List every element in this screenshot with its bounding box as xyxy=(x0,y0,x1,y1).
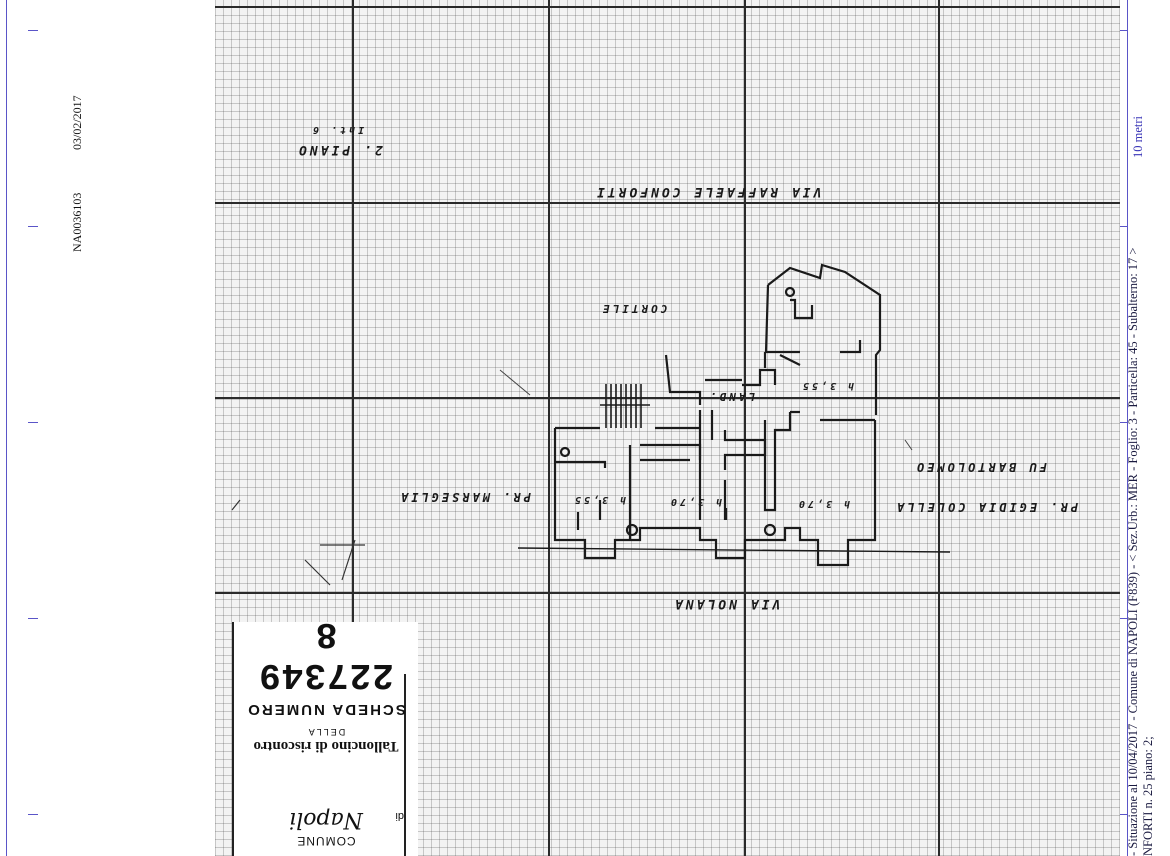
ticket-title-row: SCHEDA NUMERO 227349 8 xyxy=(240,613,412,718)
address-line: NFORTI n. 25 piano: 2; xyxy=(1141,736,1155,856)
ticket-title: SCHEDA NUMERO xyxy=(246,701,406,718)
situation-line: - Situazione al 10/04/2017 - Comune di N… xyxy=(1126,247,1140,856)
grid-major-line xyxy=(215,592,1120,594)
grid-major-line xyxy=(352,0,354,856)
courtyard-label: CORTILE xyxy=(600,302,668,315)
right-tick xyxy=(1120,30,1128,31)
neighbor-left-label: PR. MARSEGLIA xyxy=(398,490,531,504)
street-label-top: VIA RAFFAELE CONFORTI xyxy=(594,184,822,199)
ticket-subtitle-row: Talloncino di riscontro DELLA xyxy=(240,727,412,758)
floor-label: 2. PIANO xyxy=(296,142,383,157)
grid-major-line xyxy=(548,0,550,856)
ticket-della: DELLA xyxy=(306,727,346,737)
ticket-signature: Napoli xyxy=(289,807,363,832)
room-height-label: h 3,70 xyxy=(668,496,723,507)
former-owner-label: FU BARTOLOMEO xyxy=(914,460,1047,474)
right-tick xyxy=(1120,226,1128,227)
ticket-rule xyxy=(404,674,406,856)
landing-label: LAND. xyxy=(707,390,756,403)
scale-label: 10 metri xyxy=(1131,115,1145,158)
ticket-subtitle: Talloncino di riscontro xyxy=(253,738,399,754)
ticket-comune-label: COMUNE xyxy=(296,834,356,848)
right-tick xyxy=(1120,618,1128,619)
right-margin-rule xyxy=(1127,0,1128,856)
floor-label-sub: Int. 6 xyxy=(310,124,365,135)
left-tick xyxy=(28,814,38,815)
room-height-label: h 3,70 xyxy=(796,498,851,509)
ticket-comune-row: COMUNE xyxy=(240,832,412,850)
ticket-content: COMUNE di Napoli Talloncino di riscontro… xyxy=(240,613,412,856)
ticket-signature-row: di Napoli xyxy=(240,807,412,832)
ticket-number: 227349 8 xyxy=(258,613,394,695)
street-label-bottom: VIA NOLANA xyxy=(672,596,781,611)
neighbor-right-label: PR. EGIDIA COLELLA xyxy=(894,500,1079,514)
verification-ticket: COMUNE di Napoli Talloncino di riscontro… xyxy=(232,613,418,856)
left-tick xyxy=(28,30,38,31)
room-height-label: h 3,55 xyxy=(800,380,855,391)
grid-major-line xyxy=(215,6,1120,8)
grid-major-line xyxy=(215,397,1120,399)
left-tick xyxy=(28,226,38,227)
ticket-di-label: di xyxy=(395,810,404,822)
grid-major-line xyxy=(938,0,940,856)
left-margin-rule xyxy=(6,0,7,856)
grid-major-line xyxy=(215,202,1120,204)
left-tick xyxy=(28,422,38,423)
right-tick xyxy=(1120,422,1128,423)
right-tick xyxy=(1120,814,1128,815)
room-height-label: h 3,55 xyxy=(572,494,627,505)
left-tick xyxy=(28,618,38,619)
grid-major-line xyxy=(744,0,746,856)
